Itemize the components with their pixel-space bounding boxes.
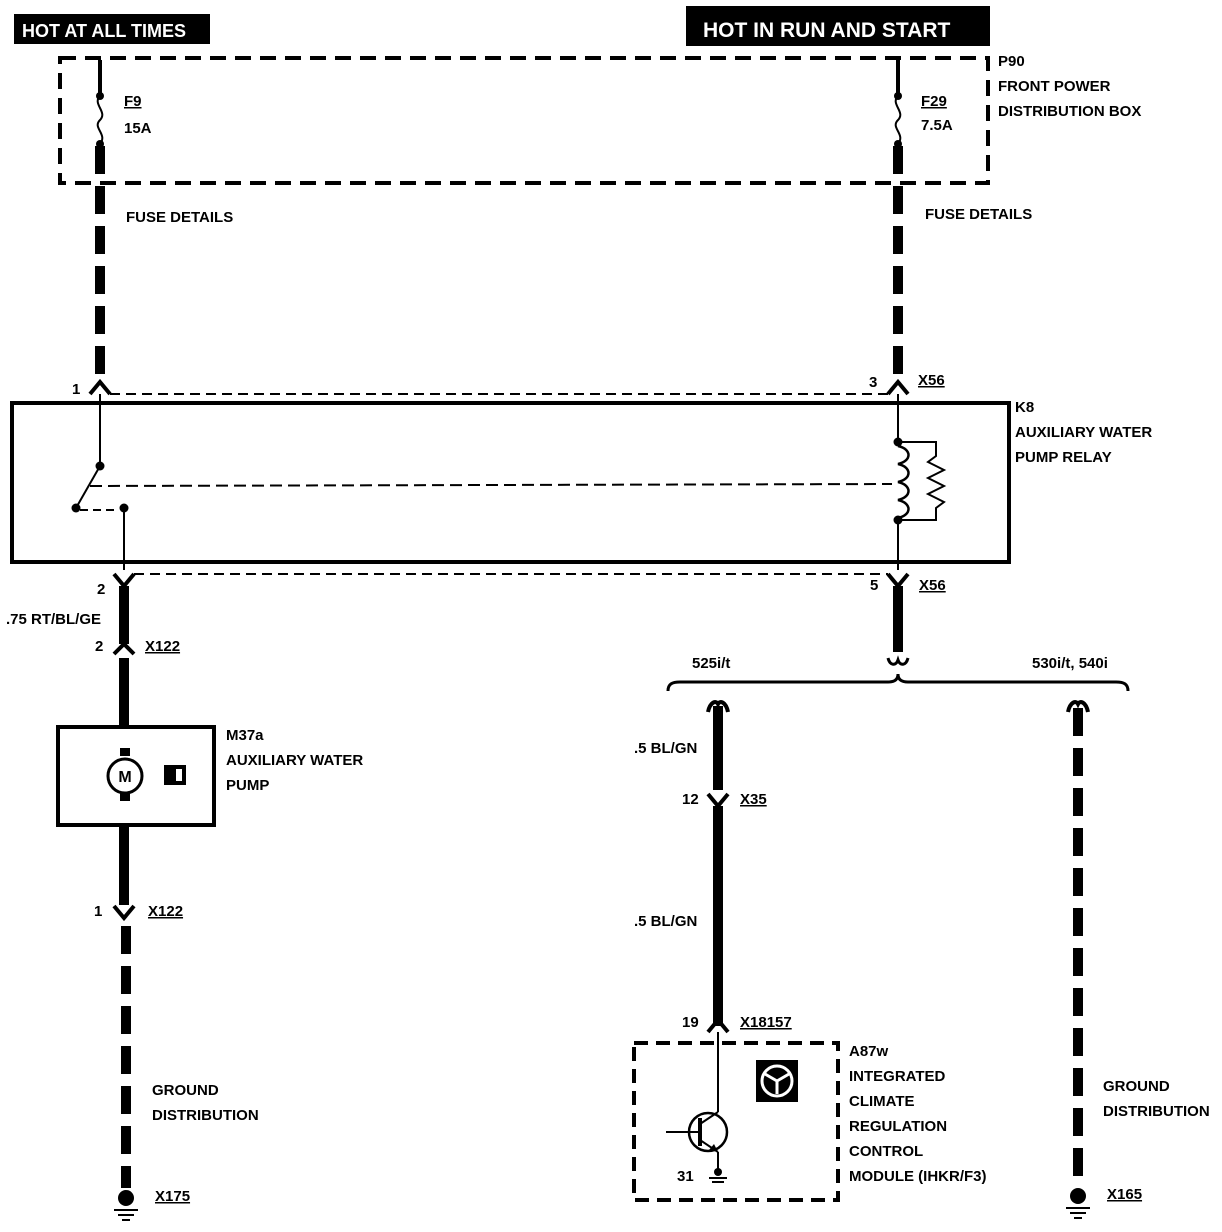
climate-module-line2: CLIMATE [849, 1093, 915, 1110]
climate-module-outline [632, 1041, 840, 1202]
pump-motor-icon: M [106, 748, 144, 801]
pump-mode-icon [164, 765, 186, 785]
relay-connector-bottom: X56 [919, 577, 946, 594]
relay-pin1-connector [88, 378, 112, 396]
pump-id: M37a [226, 727, 264, 744]
climate-module-line1: INTEGRATED [849, 1068, 946, 1085]
right-branch-top-connector [1066, 700, 1090, 713]
relay-pin2-connector [112, 572, 136, 590]
x122-bottom-label: X122 [148, 903, 183, 920]
power-distribution-box-outline [58, 56, 990, 185]
variant-bracket [666, 673, 1130, 692]
pump-body [56, 725, 216, 827]
relay-pin-5: 5 [870, 577, 878, 594]
climate-branch-top-connector [706, 700, 730, 713]
pump-name-line2: PUMP [226, 777, 269, 794]
climate-ground-pin: 31 [677, 1168, 694, 1185]
ground-x165-label: X165 [1107, 1186, 1142, 1203]
pump-motor-letter: M [118, 769, 131, 786]
relay-pin-2: 2 [97, 581, 105, 598]
split-connector [886, 655, 910, 666]
ground-x175-label: X175 [155, 1188, 190, 1205]
relay-coil [893, 394, 947, 570]
fuse-f29 [894, 60, 902, 148]
relay-switch-contact [71, 394, 129, 570]
banner-hot-in-run-and-start: HOT IN RUN AND START [686, 6, 990, 46]
x18157-connector [706, 1016, 730, 1034]
relay-name-line2: PUMP RELAY [1015, 449, 1112, 466]
fuse-details-left: FUSE DETAILS [126, 209, 233, 226]
x18157-label: X18157 [740, 1014, 792, 1031]
relay-pin-3: 3 [869, 374, 877, 391]
x122-bottom-connector [112, 904, 136, 922]
ground-icon-x175 [114, 1190, 138, 1221]
x35-connector [706, 792, 730, 810]
relay-pin5-connector [886, 572, 910, 590]
relay-body [10, 401, 1011, 564]
relay-name-line1: AUXILIARY WATER [1015, 424, 1152, 441]
x35-label: X35 [740, 791, 767, 808]
pump-name-line1: AUXILIARY WATER [226, 752, 363, 769]
x122-top-label: X122 [145, 638, 180, 655]
fuse-f9-rating: 15A [124, 120, 152, 137]
variant-right-label: 530i/t, 540i [1032, 655, 1108, 672]
relay-connector-top: X56 [918, 372, 945, 389]
x122-bottom-pin: 1 [94, 903, 102, 920]
climate-module-line5: MODULE (IHKR/F3) [849, 1168, 987, 1185]
relay-id: K8 [1015, 399, 1034, 416]
banner-hot-in-run-and-start-label: HOT IN RUN AND START [703, 19, 950, 42]
fuse-f29-rating: 7.5A [921, 117, 953, 134]
x122-top-pin: 2 [95, 638, 103, 655]
x122-top-connector [112, 641, 136, 656]
transistor-icon [666, 1032, 729, 1183]
x35-pin: 12 [682, 791, 699, 808]
variant-left-label: 525i/t [692, 655, 730, 672]
x18157-pin: 19 [682, 1014, 699, 1031]
banner-hot-at-all-times-label: HOT AT ALL TIMES [22, 21, 186, 41]
climate-module-line3: REGULATION [849, 1118, 947, 1135]
power-box-id: P90 [998, 53, 1025, 70]
ground-icon-x165 [1066, 1188, 1090, 1219]
relay-mechanical-link [89, 483, 893, 487]
fuse-f9 [96, 60, 104, 148]
climate-wire-label-1: .5 BL/GN [634, 740, 697, 757]
fuse-f29-id: F29 [921, 93, 947, 110]
fuse-f9-id: F9 [124, 93, 142, 110]
banner-hot-at-all-times: HOT AT ALL TIMES [14, 14, 210, 44]
power-box-name-line2: DISTRIBUTION BOX [998, 103, 1141, 120]
right-ground-line1: GROUND [1103, 1078, 1170, 1095]
steering-wheel-icon [756, 1060, 798, 1102]
relay-pin3-connector [886, 378, 910, 396]
right-ground-line2: DISTRIBUTION [1103, 1103, 1210, 1120]
climate-wire-label-2: .5 BL/GN [634, 913, 697, 930]
climate-module-id: A87w [849, 1043, 889, 1060]
pump-ground-line2: DISTRIBUTION [152, 1107, 259, 1124]
climate-module-line4: CONTROL [849, 1143, 923, 1160]
relay-pin-1: 1 [72, 381, 80, 398]
pump-wire-label: .75 RT/BL/GE [6, 611, 101, 628]
power-box-name-line1: FRONT POWER [998, 78, 1111, 95]
pump-ground-line1: GROUND [152, 1082, 219, 1099]
fuse-details-right: FUSE DETAILS [925, 206, 1032, 223]
